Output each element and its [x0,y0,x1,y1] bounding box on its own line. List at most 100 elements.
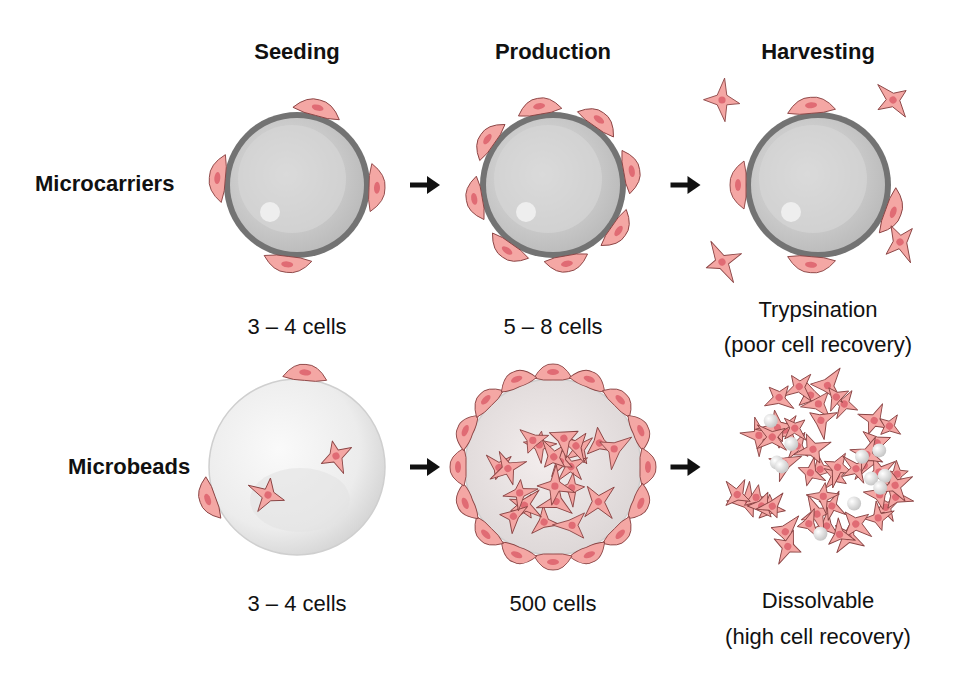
cell-body [599,208,638,253]
cell-body [601,515,639,553]
cell-count-caption: Trypsination (poor cell recovery) [698,292,938,362]
cell-nucleus [559,433,569,443]
arrow-head [688,458,701,476]
star-cell [754,493,791,524]
cell-nucleus [503,464,513,474]
cell-count-text: 3 – 4 cells [177,591,417,617]
cell-body [497,497,534,533]
cell-nucleus [549,452,559,462]
star-cell [803,404,837,440]
cell-nucleus [732,489,742,499]
attached-cell [599,208,638,253]
cell-nucleus [510,374,523,384]
cell-nucleus [614,393,627,406]
star-cell [600,437,632,470]
cell-body [534,554,572,570]
cell-body [620,148,644,194]
cell-body [451,410,481,451]
dissolved-bead-fragment [873,481,887,495]
cell-body [544,252,590,276]
cell-body [803,404,837,440]
star-cell [861,479,891,510]
star-cell [315,435,360,481]
cell-count-caption: 500 cells [433,591,673,617]
attached-cell [468,116,507,161]
cell-nucleus [851,519,861,529]
attached-cell [730,161,746,209]
cell-body [484,231,529,270]
microcarrier-ring [224,112,370,258]
cell-body [786,95,835,115]
cell-body [535,463,577,507]
attached-cell [601,515,639,553]
attached-cell [544,252,590,276]
cell-nucleus [571,441,581,451]
flow-arrow [410,176,440,194]
figure-node: 500 cells [463,377,643,557]
flow-arrow [671,458,701,476]
cell-nucleus [547,559,559,565]
attached-cell [569,540,610,570]
cell-nucleus [752,494,759,501]
cell-nucleus [805,102,817,109]
attached-cell [786,95,835,115]
microcarrier-shine [759,125,867,233]
wrap-spacer [888,292,938,296]
attached-cell [467,515,505,553]
star-cell [520,429,549,454]
column-header: Harvesting [761,39,875,65]
cell-nucleus [614,528,627,541]
cell-nucleus [869,416,879,426]
cell-nucleus [533,102,546,110]
attached-cell [626,410,656,451]
cell-body [715,471,759,515]
cell-body [696,231,752,290]
cell-nucleus [479,528,492,541]
figure-node: 5 – 8 cells [478,110,628,260]
attached-cell [451,483,481,524]
microcarrier-core [230,118,364,252]
figure-node: 3 – 4 cells [222,110,372,260]
star-cell [696,231,752,290]
wrap-spacer [698,292,748,296]
cell-count-caption: 3 – 4 cells [177,314,417,340]
cell-body [765,524,808,570]
arrow-shaft [671,183,690,188]
cell-nucleus [331,451,341,461]
cell-body [520,429,549,454]
attached-cell [368,164,386,213]
cell-nucleus [835,530,844,539]
cell-nucleus [613,224,625,237]
cell-nucleus [774,392,784,402]
cell-body [601,381,639,419]
cell-body [810,368,854,411]
star-cell [874,216,928,271]
cell-nucleus [895,237,905,247]
cell-nucleus [820,493,827,500]
cell-body [861,479,891,510]
wrap-spacer [698,583,748,587]
cell-body [818,380,849,412]
cell-nucleus [808,445,818,455]
cell-body [467,381,505,419]
cell-nucleus [510,550,523,560]
cell-body [865,73,918,127]
dissolved-bead-fragment [855,450,869,464]
cell-body [569,365,610,395]
cell-nucleus [263,490,272,499]
cell-nucleus [783,542,793,552]
cell-body [873,408,909,444]
attached-cell [534,554,572,570]
microbead [209,379,385,555]
cell-nucleus [890,481,899,490]
harvest-method-text: Dissolvable (high cell recovery) [698,583,938,655]
cell-nucleus [529,437,536,444]
attached-cell [620,148,644,194]
cell-nucleus [203,493,213,506]
cell-body [569,540,610,570]
cell-nucleus [560,260,573,268]
star-cell [535,463,577,507]
star-cell [480,442,533,493]
cell-body [292,94,343,122]
cell-nucleus [735,179,741,191]
